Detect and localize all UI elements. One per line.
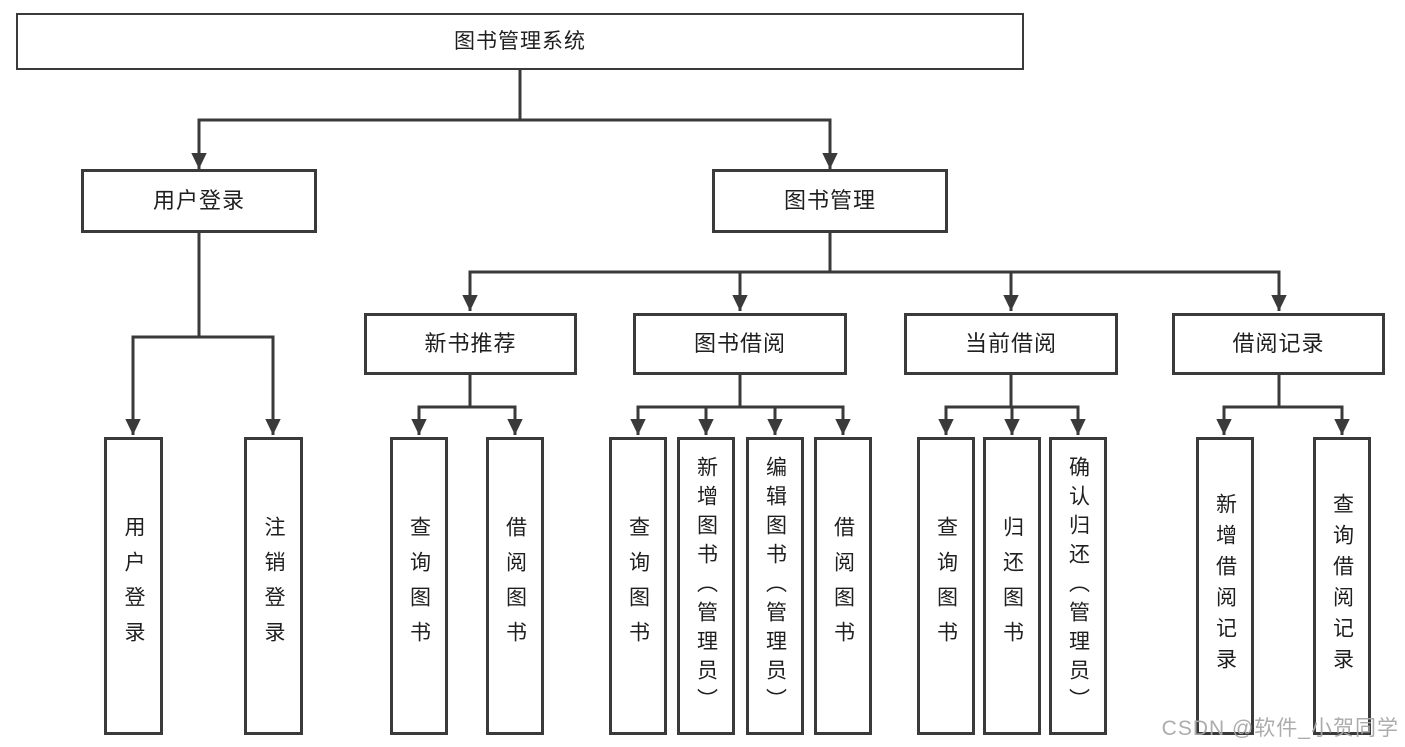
node-borrow-records: 借阅记录 xyxy=(1172,313,1385,375)
node-borrowing-borrow-books-label: 借阅图书 xyxy=(831,516,855,656)
node-current-borrowing: 当前借阅 xyxy=(904,313,1118,375)
node-recommend-query-books-label: 查询图书 xyxy=(407,516,431,656)
node-user-login-group-label: 用户登录 xyxy=(152,188,245,213)
node-records-add-record-label: 新增借阅记录 xyxy=(1213,493,1237,679)
node-book-borrowing: 图书借阅 xyxy=(633,313,847,375)
node-recommend-borrow-books: 借阅图书 xyxy=(486,437,544,735)
node-records-query-record-label: 查询借阅记录 xyxy=(1330,493,1354,679)
node-borrow-records-label: 借阅记录 xyxy=(1232,331,1325,356)
node-logout-label: 注销登录 xyxy=(262,516,285,656)
node-borrowing-edit-books-admin: 编辑图书（管理员） xyxy=(746,437,804,735)
node-login: 用户登录 xyxy=(104,437,163,735)
node-book-borrowing-label: 图书借阅 xyxy=(693,331,786,356)
node-user-login-group: 用户登录 xyxy=(81,169,317,233)
node-current-confirm-return-admin: 确认归还（管理员） xyxy=(1049,437,1107,735)
node-current-return-books: 归还图书 xyxy=(983,437,1041,735)
node-current-confirm-return-admin-label: 确认归还（管理员） xyxy=(1066,455,1090,717)
node-records-add-record: 新增借阅记录 xyxy=(1196,437,1254,735)
node-current-query-books-label: 查询图书 xyxy=(934,516,958,656)
node-borrowing-query-books-label: 查询图书 xyxy=(626,516,650,656)
node-current-borrowing-label: 当前借阅 xyxy=(964,331,1057,356)
node-records-query-record: 查询借阅记录 xyxy=(1313,437,1371,735)
node-borrowing-add-books-admin-label: 新增图书（管理员） xyxy=(694,455,718,717)
node-recommend-borrow-books-label: 借阅图书 xyxy=(503,516,527,656)
node-current-return-books-label: 归还图书 xyxy=(1000,516,1024,656)
node-new-book-recommendation: 新书推荐 xyxy=(364,313,577,375)
node-book-management: 图书管理 xyxy=(712,169,948,233)
node-current-query-books: 查询图书 xyxy=(917,437,975,735)
node-recommend-query-books: 查询图书 xyxy=(390,437,448,735)
node-root: 图书管理系统 xyxy=(16,13,1024,70)
node-borrowing-query-books: 查询图书 xyxy=(609,437,667,735)
node-logout: 注销登录 xyxy=(244,437,303,735)
watermark: CSDN @软件_小贺同学 xyxy=(1161,717,1399,740)
node-login-label: 用户登录 xyxy=(122,516,145,656)
node-root-label: 图书管理系统 xyxy=(454,30,586,53)
node-borrowing-borrow-books: 借阅图书 xyxy=(814,437,872,735)
node-borrowing-add-books-admin: 新增图书（管理员） xyxy=(677,437,735,735)
node-book-management-label: 图书管理 xyxy=(783,188,876,213)
node-borrowing-edit-books-admin-label: 编辑图书（管理员） xyxy=(763,455,787,717)
node-new-book-recommendation-label: 新书推荐 xyxy=(424,331,517,356)
